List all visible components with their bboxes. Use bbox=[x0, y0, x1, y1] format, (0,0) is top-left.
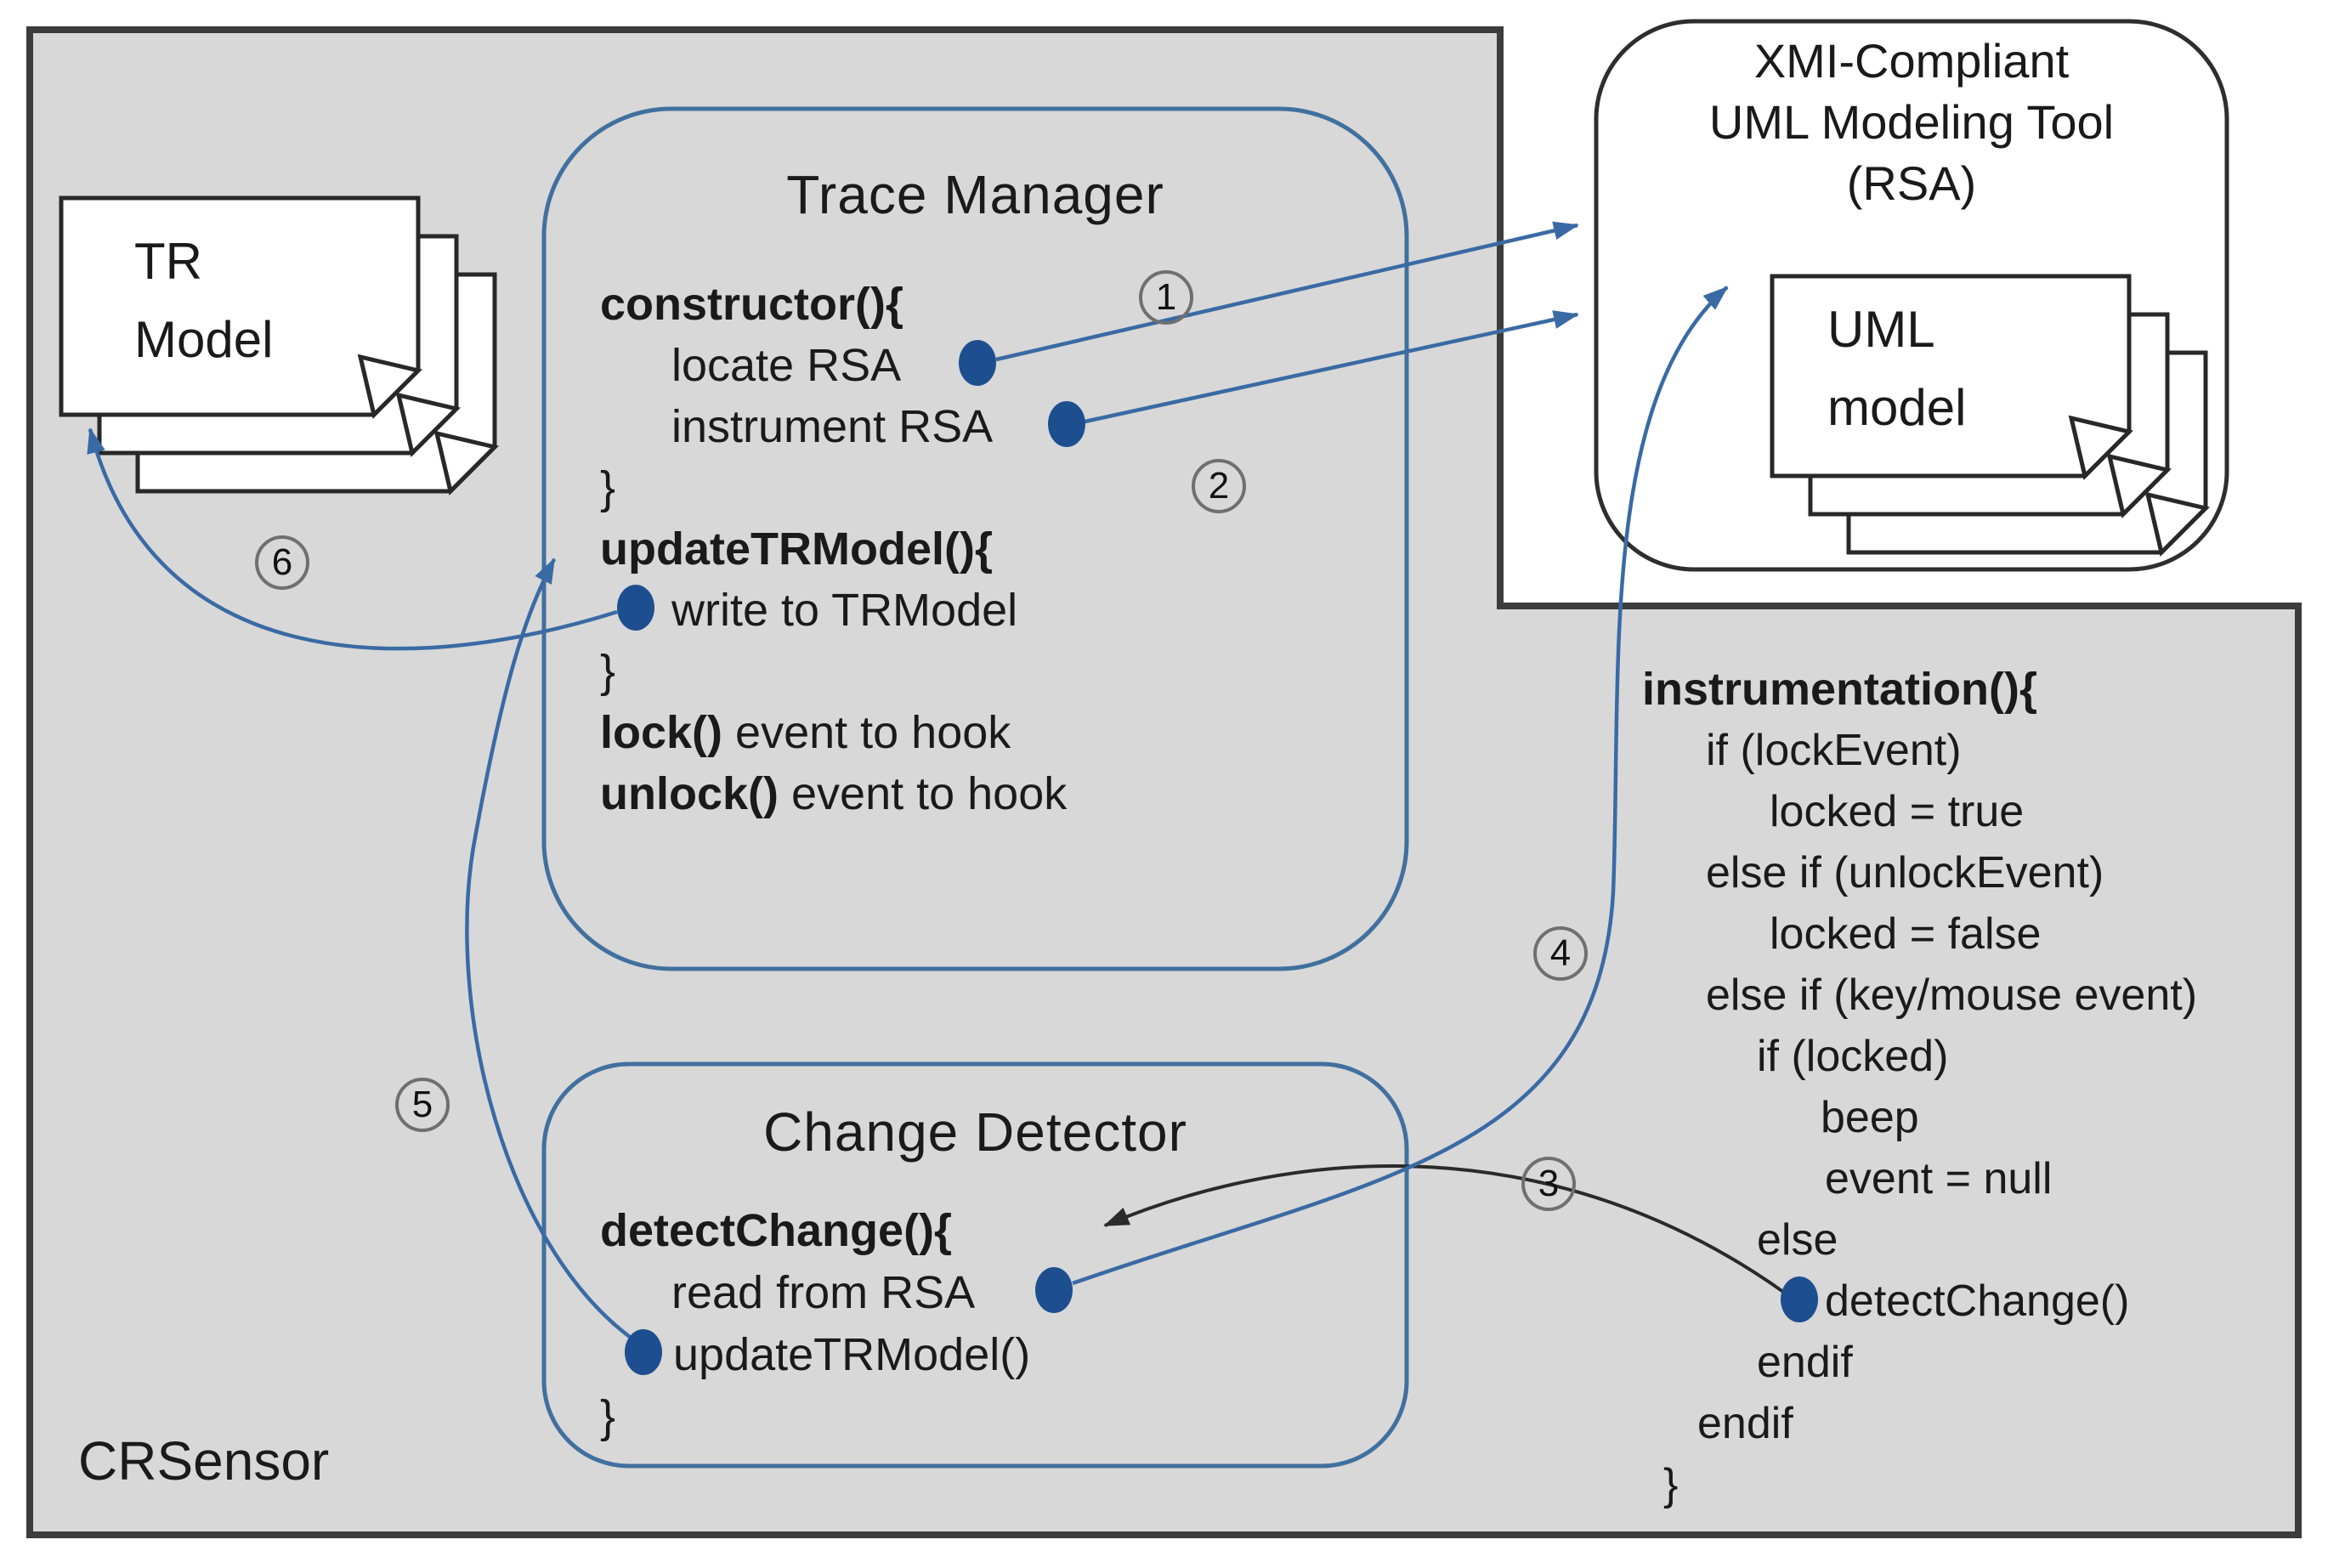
arrow-4-read-from-rsa-to-uml-model bbox=[1072, 286, 1729, 1286]
tm-constructor-signature: constructor(){ bbox=[600, 279, 904, 330]
tm-write-to-trmodel: write to TRModel bbox=[671, 585, 1018, 636]
instr-line-10-detectchange: detectChange() bbox=[1825, 1276, 2130, 1326]
tm-unlock-keyword: unlock() bbox=[600, 768, 779, 819]
tr-page-2-dogear bbox=[395, 392, 461, 457]
instr-line-5: else if (key/mouse event) bbox=[1706, 971, 2198, 1020]
dot-read-from-rsa bbox=[1035, 1267, 1073, 1313]
instr-line-7: beep bbox=[1821, 1093, 1919, 1142]
instr-line-9: else bbox=[1757, 1215, 1838, 1265]
arrow-3-instrumentation-to-detectchange bbox=[1103, 1164, 1785, 1293]
tm-instrument-rsa: instrument RSA bbox=[671, 401, 994, 452]
trace-manager-box bbox=[541, 106, 1409, 971]
dot-write-to-trmodel bbox=[617, 585, 654, 631]
tm-updatetrmodel-signature: updateTRModel(){ bbox=[600, 524, 993, 575]
tr-model-label-line1: TR bbox=[134, 233, 202, 290]
step-5-badge: 5 bbox=[395, 1078, 450, 1132]
uml-model-label: UML model bbox=[1827, 291, 1966, 447]
dot-locate-rsa bbox=[959, 340, 996, 386]
instr-line-1: if (lockEvent) bbox=[1706, 726, 1962, 775]
dot-instrument-rsa bbox=[1048, 401, 1085, 447]
arrow-5-updatetrmodel-call-to-trace-manager bbox=[465, 558, 646, 1349]
instr-line-8: event = null bbox=[1825, 1154, 2053, 1203]
step-3-badge: 3 bbox=[1521, 1157, 1576, 1211]
instr-line-3: else if (unlockEvent) bbox=[1706, 848, 2104, 897]
uml-model-label-line1: UML bbox=[1827, 301, 1935, 358]
arrow-2-instrument-rsa-to-tool bbox=[1080, 310, 1579, 425]
uml-page-2-dogear bbox=[2106, 453, 2172, 518]
tr-model-label: TR Model bbox=[134, 223, 273, 379]
uml-tool-title-line2: UML Modeling Tool bbox=[1708, 95, 2115, 149]
instr-line-4: locked = false bbox=[1770, 909, 2042, 959]
uml-model-stack bbox=[1770, 274, 2210, 557]
tr-model-label-line2: Model bbox=[134, 311, 274, 368]
change-detector-title: Change Detector bbox=[763, 1101, 1187, 1163]
step-1-badge: 1 bbox=[1139, 270, 1193, 325]
tm-unlock-line: unlock() event to hook bbox=[600, 768, 1067, 819]
tm-lock-rest: event to hook bbox=[722, 707, 1011, 758]
tm-lock-keyword: lock() bbox=[600, 707, 723, 758]
instr-line-11: endif bbox=[1757, 1338, 1853, 1387]
arrow-6-write-to-trmodel-to-tr-model bbox=[87, 427, 618, 651]
tr-model-stack bbox=[59, 195, 499, 495]
cd-detectchange-signature: detectChange(){ bbox=[600, 1205, 953, 1256]
instr-line-2: locked = true bbox=[1770, 787, 2025, 836]
instr-line-6: if (locked) bbox=[1757, 1032, 1949, 1081]
tr-page-3-dogear bbox=[433, 430, 499, 495]
uml-tool-title-line3: (RSA) bbox=[1846, 156, 1977, 210]
uml-tool-title-line1: XMI-Compliant bbox=[1753, 34, 2070, 88]
arrow-1-locate-rsa-to-tool bbox=[995, 221, 1579, 362]
dot-updatetrmodel-call bbox=[625, 1329, 662, 1375]
crsensor-region bbox=[26, 26, 2302, 1538]
step-6-badge: 6 bbox=[255, 535, 309, 590]
uml-page-3-dogear bbox=[2144, 491, 2210, 557]
tr-page-1-dogear bbox=[357, 354, 422, 419]
cd-close: } bbox=[600, 1391, 616, 1442]
uml-model-label-line2: model bbox=[1827, 379, 1967, 436]
crsensor-label: CRSensor bbox=[78, 1430, 330, 1492]
cd-updatetrmodel-call: updateTRModel() bbox=[673, 1329, 1031, 1380]
step-4-badge: 4 bbox=[1533, 926, 1588, 981]
tm-unlock-rest: event to hook bbox=[779, 768, 1068, 819]
trace-manager-title: Trace Manager bbox=[786, 164, 1164, 225]
tm-updatetrmodel-close: } bbox=[600, 646, 616, 697]
uml-page-1-dogear bbox=[2068, 415, 2133, 480]
change-detector-box bbox=[541, 1061, 1409, 1469]
tm-constructor-close: } bbox=[600, 462, 616, 513]
instrumentation-code: instrumentation(){ if (lockEvent) locked… bbox=[1642, 665, 2197, 1521]
tm-locate-rsa: locate RSA bbox=[671, 340, 902, 391]
dot-detectchange-call bbox=[1781, 1276, 1818, 1322]
tm-lock-line: lock() event to hook bbox=[600, 707, 1011, 758]
step-2-badge: 2 bbox=[1192, 459, 1246, 513]
instr-line-12: endif bbox=[1697, 1399, 1793, 1448]
instr-line-0: instrumentation(){ bbox=[1642, 664, 2037, 715]
cd-read-from-rsa: read from RSA bbox=[671, 1267, 976, 1318]
uml-tool-title: XMI-Compliant UML Modeling Tool (RSA) bbox=[1596, 31, 2227, 214]
instr-line-13: } bbox=[1663, 1460, 1679, 1509]
